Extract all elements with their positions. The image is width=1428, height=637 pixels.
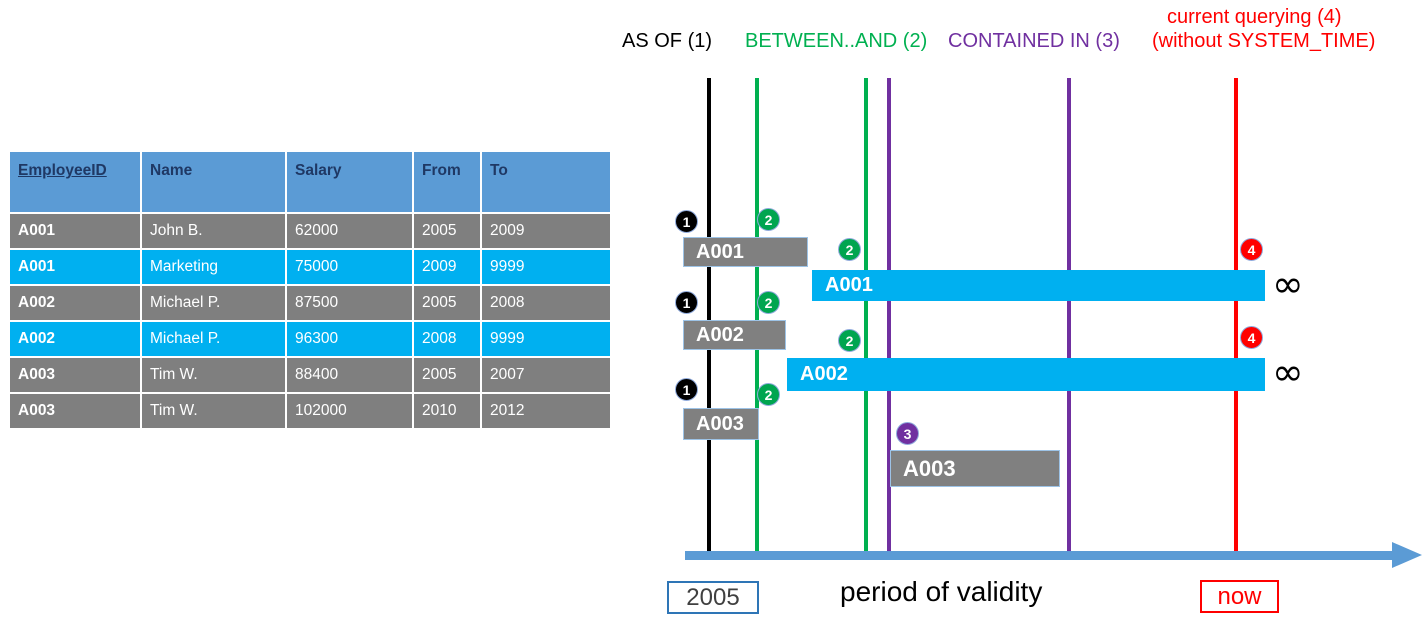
badge-1: 1 — [675, 378, 698, 401]
cell-id: A003 — [10, 358, 140, 392]
query-line-between-start — [755, 78, 759, 560]
cell-salary: 87500 — [287, 286, 412, 320]
cell-from: 2008 — [414, 322, 480, 356]
cell-from: 2005 — [414, 214, 480, 248]
legend-contained-in: CONTAINED IN (3) — [948, 30, 1120, 52]
badge-2: 2 — [838, 329, 861, 352]
now-tag: now — [1200, 580, 1279, 613]
cell-to: 2012 — [482, 394, 610, 428]
cell-salary: 102000 — [287, 394, 412, 428]
cell-id: A001 — [10, 214, 140, 248]
infinity-icon: ∞ — [1272, 262, 1304, 306]
cell-to: 2008 — [482, 286, 610, 320]
cell-name: Marketing — [142, 250, 285, 284]
bar-label: A001 — [825, 274, 873, 296]
badge-2: 2 — [757, 291, 780, 314]
axis-title: period of validity — [840, 576, 1043, 607]
cell-salary: 62000 — [287, 214, 412, 248]
cell-id: A002 — [10, 286, 140, 320]
bar-a002-current: A002 — [787, 358, 1265, 391]
axis-arrow-icon — [1392, 542, 1422, 568]
cell-from: 2010 — [414, 394, 480, 428]
timeline-axis — [685, 551, 1395, 560]
cell-id: A001 — [10, 250, 140, 284]
query-line-contained-start — [887, 78, 891, 560]
badge-1: 1 — [675, 210, 698, 233]
query-line-as-of — [707, 78, 711, 560]
cell-name: John B. — [142, 214, 285, 248]
badge-3: 3 — [896, 422, 919, 445]
query-line-now — [1234, 78, 1238, 560]
bar-a002-historical: A002 — [683, 320, 786, 350]
cell-name: Michael P. — [142, 286, 285, 320]
query-line-contained-end — [1067, 78, 1071, 560]
cell-to: 2007 — [482, 358, 610, 392]
cell-id: A002 — [10, 322, 140, 356]
badge-1: 1 — [675, 291, 698, 314]
legend-between-and: BETWEEN..AND (2) — [745, 30, 928, 52]
cell-to: 9999 — [482, 322, 610, 356]
cell-salary: 96300 — [287, 322, 412, 356]
table-header-row: EmployeeID Name Salary From To — [10, 152, 610, 212]
column-header-to: To — [482, 152, 610, 212]
legend-current-querying: current querying (4) — [1167, 6, 1342, 28]
badge-2: 2 — [757, 383, 780, 406]
column-header-salary: Salary — [287, 152, 412, 212]
bar-label: A002 — [800, 363, 848, 385]
start-year-tag: 2005 — [667, 581, 759, 614]
legend-as-of: AS OF (1) — [622, 30, 713, 52]
bar-label: A003 — [903, 455, 956, 481]
bar-label: A003 — [696, 412, 744, 435]
column-header-from: From — [414, 152, 480, 212]
cell-name: Tim W. — [142, 394, 285, 428]
cell-name: Michael P. — [142, 322, 285, 356]
badge-2: 2 — [838, 238, 861, 261]
badge-2: 2 — [757, 208, 780, 231]
infinity-icon: ∞ — [1272, 350, 1304, 394]
bar-a001-historical: A001 — [683, 237, 808, 267]
cell-salary: 88400 — [287, 358, 412, 392]
cell-from: 2009 — [414, 250, 480, 284]
bar-label: A001 — [696, 240, 744, 263]
query-line-between-end — [864, 78, 868, 560]
cell-to: 2009 — [482, 214, 610, 248]
column-header-employeeid: EmployeeID — [10, 152, 140, 212]
cell-id: A003 — [10, 394, 140, 428]
cell-to: 9999 — [482, 250, 610, 284]
legend-without-system-time: (without SYSTEM_TIME) — [1152, 30, 1376, 52]
cell-from: 2005 — [414, 358, 480, 392]
cell-from: 2005 — [414, 286, 480, 320]
bar-a001-current: A001 — [812, 270, 1265, 301]
cell-name: Tim W. — [142, 358, 285, 392]
cell-salary: 75000 — [287, 250, 412, 284]
bar-a003-early: A003 — [683, 408, 759, 440]
column-header-name: Name — [142, 152, 285, 212]
bar-label: A002 — [696, 323, 744, 346]
badge-4: 4 — [1240, 326, 1263, 349]
badge-4: 4 — [1240, 238, 1263, 261]
bar-a003-contained: A003 — [890, 450, 1060, 487]
